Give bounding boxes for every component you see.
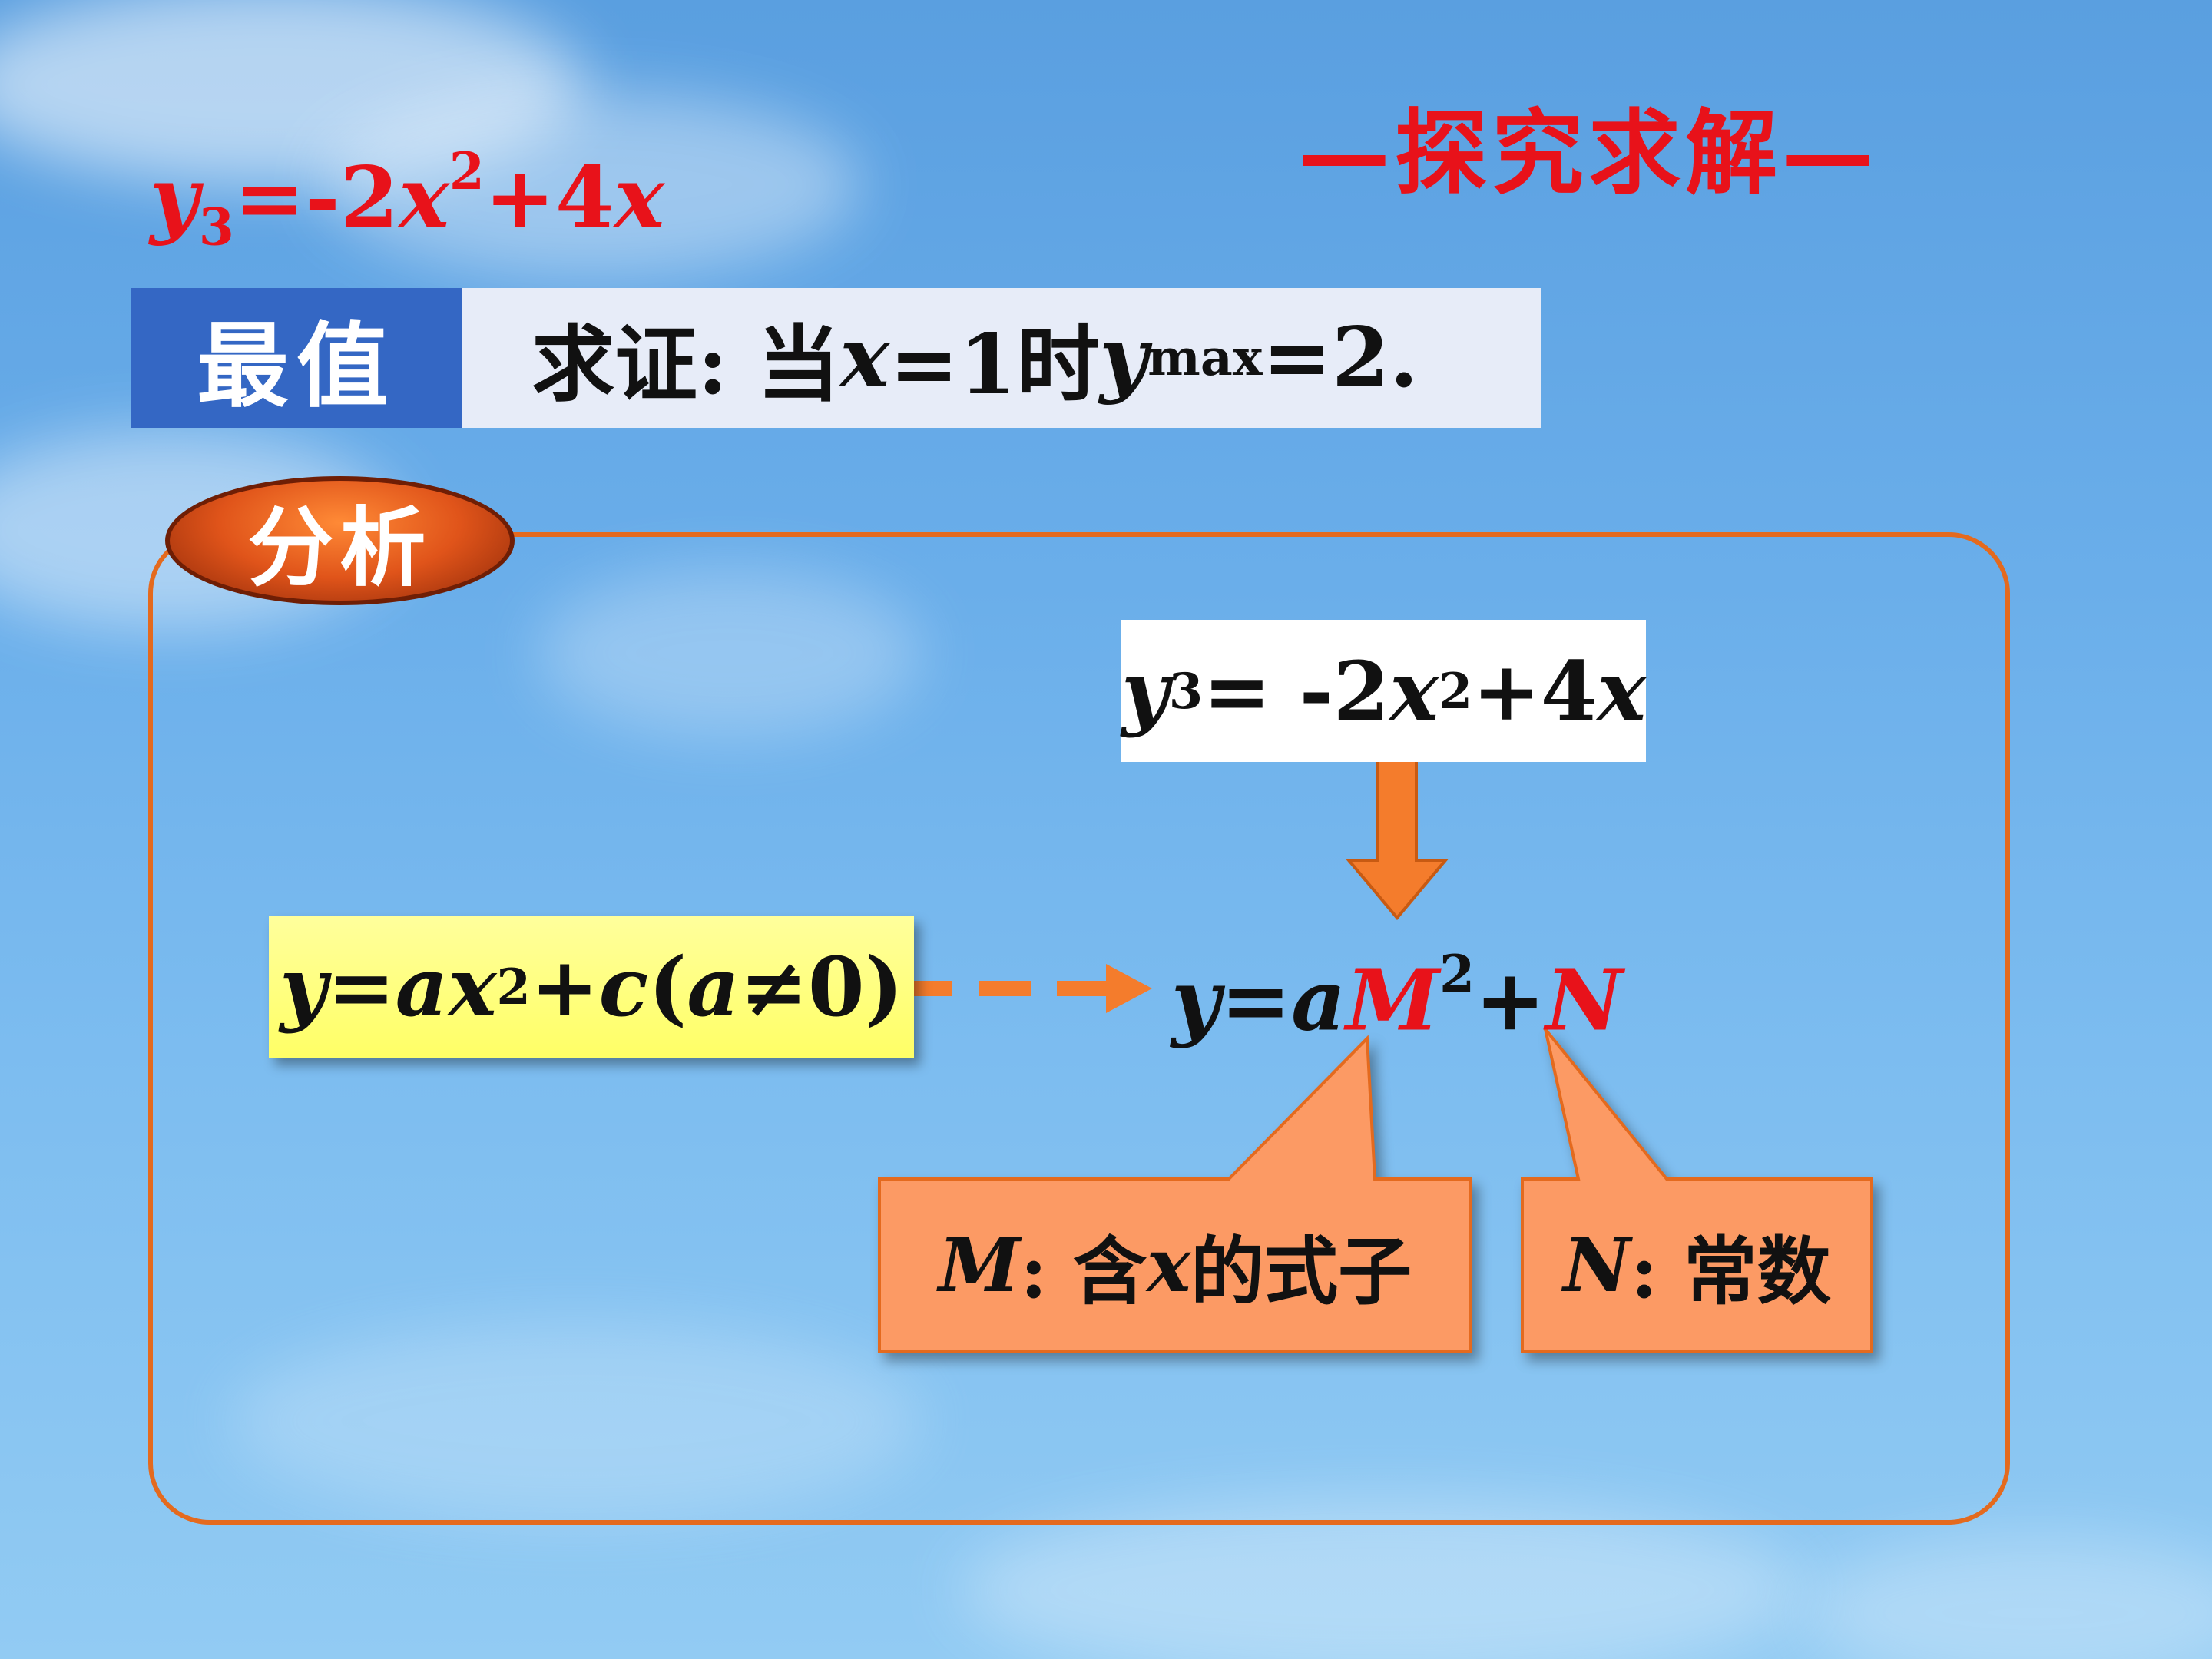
- topic-tag: 最值: [131, 288, 462, 428]
- formula-equals: =: [326, 939, 396, 1035]
- formula-term: +4: [484, 147, 614, 247]
- formula-subscript: 3: [1168, 662, 1204, 720]
- formula-exponent: 2: [496, 958, 531, 1015]
- formula-x: x: [614, 147, 665, 247]
- analysis-frame: [148, 532, 2010, 1525]
- formula-exponent: 2: [1439, 944, 1475, 1004]
- formula-y: y: [280, 939, 327, 1035]
- formula-x: x: [1597, 643, 1646, 739]
- page-title: —探究求解—: [1298, 99, 1879, 207]
- formula-subscript: 3: [198, 197, 234, 257]
- formula-n: N: [1545, 950, 1623, 1050]
- formula-paren: (: [648, 939, 687, 1035]
- formula-y: y: [150, 147, 199, 247]
- statement-subscript: max: [1147, 329, 1263, 387]
- formula-exponent: 2: [1438, 662, 1472, 720]
- formula-exponent: 2: [449, 141, 485, 201]
- formula-coefficient: =-2: [233, 147, 399, 247]
- statement-y: y: [1099, 310, 1148, 406]
- formula-not-equal: ≠: [740, 939, 808, 1035]
- callout-n-var: N: [1563, 1222, 1631, 1309]
- formula-zero: 0): [807, 939, 903, 1035]
- formula-a: a: [687, 939, 740, 1035]
- formula-term: +4: [1472, 643, 1598, 739]
- formula-a: a: [1291, 950, 1346, 1050]
- formula-plus: +: [1475, 950, 1546, 1050]
- formula-m: M: [1346, 950, 1440, 1050]
- target-formula: y=aM2+N: [1171, 949, 1623, 1043]
- statement-prefix: 求证: 当: [531, 316, 840, 413]
- formula-x: x: [399, 147, 449, 247]
- callout-n: N: 常数: [1522, 1179, 1872, 1352]
- analysis-badge: 分析: [165, 476, 515, 605]
- callout-n-label: : 常数: [1630, 1228, 1831, 1315]
- formula-c: c: [598, 939, 649, 1035]
- formula-y: y: [1121, 643, 1169, 739]
- formula-coefficient: = -2: [1203, 643, 1390, 739]
- callout-m-label: : 含: [1020, 1228, 1147, 1315]
- dashed-arrow-head-icon: [1106, 964, 1152, 1013]
- callout-m-shape: [878, 1035, 1472, 1353]
- callout-n-shape: [1521, 1028, 1873, 1353]
- statement-variable: x: [839, 310, 889, 406]
- formula-y: y: [1171, 950, 1220, 1050]
- formula-equals: =: [1220, 950, 1292, 1050]
- formula-ax: ax: [395, 939, 497, 1035]
- formula-x: x: [1389, 643, 1439, 739]
- callout-m-x: x: [1146, 1222, 1191, 1309]
- statement-suffix: =2.: [1262, 310, 1419, 406]
- formula-plus: +: [530, 939, 599, 1035]
- callout-m-var: M: [938, 1222, 1021, 1309]
- top-formula: y3=-2x2+4x: [150, 146, 664, 253]
- callout-m-rest: 的式子: [1190, 1228, 1412, 1315]
- statement-middle: =1时: [889, 316, 1100, 413]
- down-arrow-icon: [1345, 759, 1449, 921]
